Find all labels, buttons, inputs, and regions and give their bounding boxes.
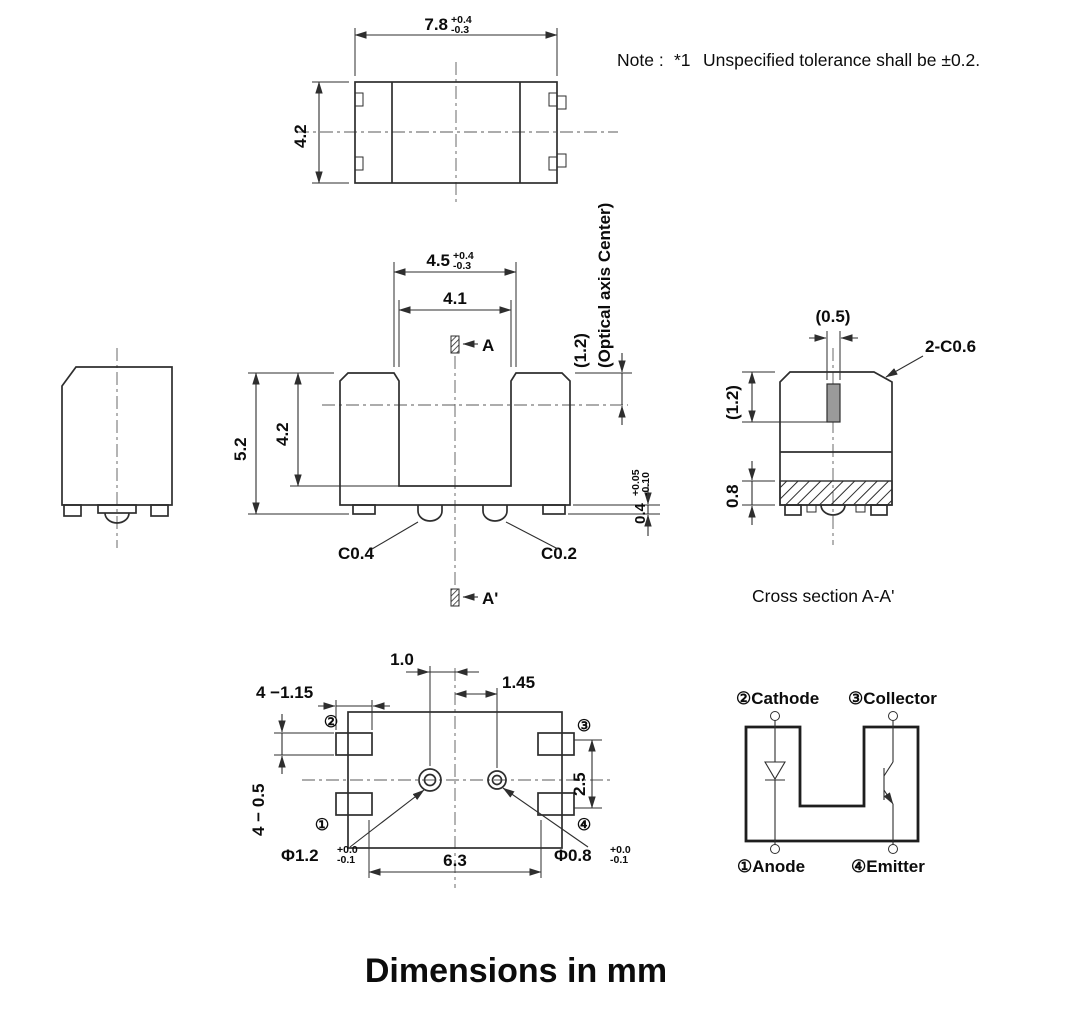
- front-view: 4.5 +0.4 -0.3 4.1 A A' 5.2 4.2 (1.2) (Op…: [231, 203, 660, 608]
- dim-pin-thickness: 4 − 0.5: [249, 784, 268, 836]
- front-view-body: [339, 372, 571, 506]
- dim-standoff: 0.4: [632, 502, 649, 524]
- dim-height-tower: 4.2: [273, 422, 292, 446]
- dim-cs-optical-offset: (1.2): [723, 385, 742, 420]
- front-pin-bump-right: [482, 505, 508, 522]
- dim-slot-outer-tol-minus: -0.3: [453, 260, 471, 272]
- dim-hole-large-tol-plus: +0.0: [337, 844, 358, 856]
- terminal-anode: [770, 844, 780, 854]
- chamfer-right-label: C0.2: [541, 544, 577, 563]
- dimensions-footer: Dimensions in mm: [365, 952, 667, 990]
- dim-standoff-group: 0.4 +0.05 -0.10: [630, 469, 652, 524]
- pin-number-4: ④: [577, 817, 591, 834]
- dim-top-width: 7.8: [424, 15, 448, 34]
- hole-large-outer: [418, 768, 442, 792]
- top-view-notch: [548, 92, 558, 107]
- top-view-notch: [354, 156, 364, 171]
- side-view-foot: [63, 504, 82, 517]
- pin-2: [335, 732, 373, 756]
- dim-hole-offset-left: 1.0: [390, 650, 414, 669]
- top-view-notch: [548, 156, 558, 171]
- dim-top-height: 4.2: [291, 124, 310, 148]
- dim-hole-small-tol-minus: -0.1: [610, 854, 628, 866]
- label-collector: ③Collector: [848, 689, 937, 708]
- schematic: ②Cathode ③Collector ①Anode ④Emitter: [736, 689, 937, 876]
- aperture-slot: [826, 383, 841, 423]
- dim-slot-outer: 4.5: [426, 251, 450, 270]
- optical-axis-label: (Optical axis Center): [595, 203, 614, 368]
- note: Note : *1 Unspecified tolerance shall be…: [617, 50, 980, 70]
- dim-height-total: 5.2: [231, 437, 250, 461]
- dim-slot-inner: 4.1: [443, 289, 467, 308]
- terminal-emitter: [888, 844, 898, 854]
- section-mark-a: [450, 335, 460, 354]
- front-foot-left: [352, 504, 376, 515]
- pin-number-2: ②: [324, 714, 338, 731]
- dim-standoff-tol-minus: -0.10: [640, 472, 652, 496]
- section-label-a-prime: A': [482, 589, 498, 608]
- side-view-pin-bump: [104, 512, 130, 524]
- transistor-symbol: [883, 720, 894, 845]
- pin-4: [537, 792, 575, 816]
- pin-number-3: ③: [577, 718, 591, 735]
- dim-pin-row-pitch: 2.5: [570, 772, 589, 796]
- terminal-collector: [888, 711, 898, 721]
- dim-hole-small: Φ0.8: [554, 846, 592, 865]
- diode-symbol: [764, 720, 786, 845]
- cross-section-title: Cross section A-A': [752, 586, 894, 606]
- dim-optical-offset: (1.2): [571, 333, 590, 368]
- pin-3: [537, 732, 575, 756]
- top-view-body: [354, 81, 558, 184]
- dim-hole-large: Φ1.2: [281, 846, 319, 865]
- front-foot-right: [542, 504, 566, 515]
- label-emitter: ④Emitter: [851, 857, 925, 876]
- cross-section-tab: [855, 504, 866, 513]
- schematic-body: [744, 725, 920, 843]
- top-view-notch: [354, 92, 364, 107]
- hole-small-outer: [487, 770, 507, 790]
- dim-slot-outer-tol-plus: +0.4: [453, 250, 474, 262]
- label-anode: ①Anode: [737, 857, 805, 876]
- dim-hole-offset-right: 1.45: [502, 673, 535, 692]
- dim-pin-width: 4 −1.15: [256, 683, 313, 702]
- cross-section-foot: [784, 504, 802, 516]
- terminal-cathode: [770, 711, 780, 721]
- top-view: 7.8 +0.4 -0.3 4.2: [291, 14, 618, 202]
- note-text: Note : *1 Unspecified tolerance shall be…: [617, 50, 980, 70]
- bottom-view: 1.0 1.45 4 −1.15 4 − 0.5 2.5 6.3 Φ1.2 +0…: [249, 650, 631, 888]
- cross-section-view: (0.5) 2-C0.6 (1.2) 0.8 Cross section A-A…: [723, 307, 976, 606]
- dim-hole-small-tol-plus: +0.0: [610, 844, 631, 856]
- hatched-base: [779, 480, 893, 506]
- dim-top-width-tol-minus: -0.3: [451, 24, 469, 36]
- dim-hole-large-tol-minus: -0.1: [337, 854, 355, 866]
- cross-section-foot: [870, 504, 888, 516]
- chamfer-callout: 2-C0.6: [925, 337, 976, 356]
- front-pin-bump-left: [417, 505, 443, 522]
- pin-number-1: ①: [315, 817, 329, 834]
- section-label-a: A: [482, 336, 494, 355]
- hole-large-inner: [423, 773, 437, 787]
- bottom-view-body: [347, 711, 563, 849]
- label-cathode: ②Cathode: [736, 689, 819, 708]
- dim-top-width-tol-plus: +0.4: [451, 14, 472, 26]
- cross-section-pin-bump: [820, 504, 846, 516]
- section-mark-a-prime: [450, 588, 460, 607]
- top-view-tab: [556, 95, 567, 110]
- side-view-base: [97, 504, 137, 514]
- cross-section-tab: [806, 504, 817, 513]
- dim-lead-span: 6.3: [443, 851, 467, 870]
- side-view-body: [61, 366, 173, 506]
- pin-1: [335, 792, 373, 816]
- dim-base-height: 0.8: [723, 484, 742, 508]
- dim-standoff-tol-plus: +0.05: [630, 469, 642, 496]
- hole-small-inner: [491, 774, 503, 786]
- side-view-foot: [150, 504, 169, 517]
- chamfer-left-label: C0.4: [338, 544, 374, 563]
- top-view-tab: [556, 153, 567, 168]
- dim-aperture-width: (0.5): [816, 307, 851, 326]
- side-view: [61, 348, 173, 548]
